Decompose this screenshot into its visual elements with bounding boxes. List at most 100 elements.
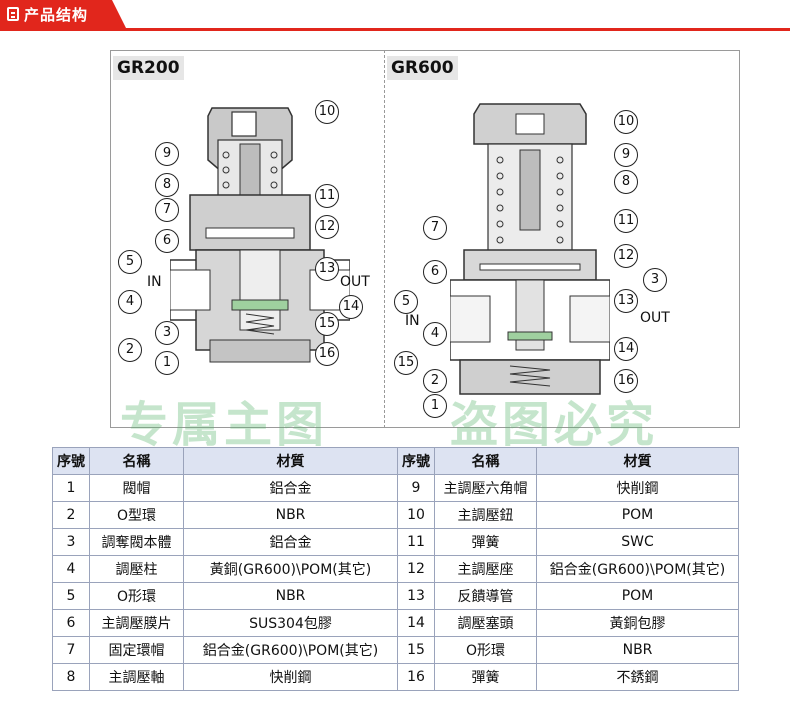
cell-no: 6 <box>52 609 90 637</box>
cell-no: 3 <box>52 528 90 556</box>
parts-table: 序號 名稱 材質 序號 名稱 材質 1 閥帽 鋁合金 9 主調壓六角帽 快削鋼 … <box>52 447 739 691</box>
cell-no: 1 <box>52 474 90 502</box>
callout-left-8: 8 <box>155 173 179 197</box>
col-header-material-2: 材質 <box>536 447 739 475</box>
cell-name: 閥帽 <box>89 474 184 502</box>
callout-left-15: 15 <box>315 312 339 336</box>
cell-name: O形環 <box>89 582 184 610</box>
callout-right-1: 1 <box>423 394 447 418</box>
col-header-no: 序號 <box>52 447 90 475</box>
cell-no: 7 <box>52 636 90 664</box>
col-header-no-2: 序號 <box>397 447 435 475</box>
callout-left-14: 14 <box>339 295 363 319</box>
cell-no: 11 <box>397 528 435 556</box>
callout-right-14: 14 <box>614 337 638 361</box>
cell-material: NBR <box>183 501 398 529</box>
callout-left-11: 11 <box>315 184 339 208</box>
callout-right-8: 8 <box>614 170 638 194</box>
table-row: 3 調奪閥本體 鋁合金 11 彈簧 SWC <box>52 528 739 556</box>
table-row: 5 O形環 NBR 13 反饋導管 POM <box>52 582 739 610</box>
header-rule <box>0 28 790 31</box>
callout-left-1: 1 <box>155 351 179 375</box>
cell-name: 反饋導管 <box>434 582 537 610</box>
callout-right-7: 7 <box>423 216 447 240</box>
cell-material: NBR <box>183 582 398 610</box>
callout-left-12: 12 <box>315 215 339 239</box>
callout-right-10: 10 <box>614 110 638 134</box>
callout-left-16: 16 <box>315 342 339 366</box>
flow-out-left: OUT <box>340 274 370 290</box>
cell-material: 鋁合金 <box>183 528 398 556</box>
callout-left-3: 3 <box>155 321 179 345</box>
model-label-right: GR600 <box>387 56 458 80</box>
cell-name: O形環 <box>434 636 537 664</box>
diagram-divider <box>384 50 385 428</box>
callout-right-15: 15 <box>394 351 418 375</box>
gr200-cross-section <box>170 107 350 363</box>
cell-no: 12 <box>397 555 435 583</box>
cell-material: 鋁合金(GR600)\POM(其它) <box>183 636 398 664</box>
table-row: 2 O型環 NBR 10 主調壓鈕 POM <box>52 501 739 529</box>
section-title: 产品结构 <box>24 5 89 24</box>
callout-right-3: 3 <box>643 268 667 292</box>
callout-right-11: 11 <box>614 209 638 233</box>
cell-name: 彈簧 <box>434 663 537 691</box>
cell-no: 16 <box>397 663 435 691</box>
flow-in-right: IN <box>405 313 420 329</box>
table-row: 7 固定環帽 鋁合金(GR600)\POM(其它) 15 O形環 NBR <box>52 636 739 664</box>
cell-material: 快削鋼 <box>183 663 398 691</box>
col-header-material: 材質 <box>183 447 398 475</box>
section-header: 产品结构 <box>0 0 790 32</box>
table-row: 4 調壓柱 黃銅(GR600)\POM(其它) 12 主調壓座 鋁合金(GR60… <box>52 555 739 583</box>
cell-name: 彈簧 <box>434 528 537 556</box>
callout-left-6: 6 <box>155 229 179 253</box>
table-row: 1 閥帽 鋁合金 9 主調壓六角帽 快削鋼 <box>52 474 739 502</box>
cell-no: 8 <box>52 663 90 691</box>
callout-left-5: 5 <box>118 250 142 274</box>
cell-name: 調壓塞頭 <box>434 609 537 637</box>
cell-name: 主調壓鈕 <box>434 501 537 529</box>
gr600-cross-section <box>450 103 610 395</box>
col-header-name-2: 名稱 <box>434 447 537 475</box>
cell-material: 快削鋼 <box>536 474 739 502</box>
cell-name: 主調壓軸 <box>89 663 184 691</box>
cell-name: 調奪閥本體 <box>89 528 184 556</box>
callout-right-5: 5 <box>394 290 418 314</box>
table-row: 6 主調壓膜片 SUS304包膠 14 調壓塞頭 黃銅包膠 <box>52 609 739 637</box>
cell-name: 主調壓座 <box>434 555 537 583</box>
cell-material: SWC <box>536 528 739 556</box>
cell-no: 14 <box>397 609 435 637</box>
table-header-row: 序號 名稱 材質 序號 名稱 材質 <box>52 447 739 475</box>
table-row: 8 主調壓軸 快削鋼 16 彈簧 不銹鋼 <box>52 663 739 691</box>
callout-left-2: 2 <box>118 338 142 362</box>
callout-right-12: 12 <box>614 244 638 268</box>
cell-name: 固定環帽 <box>89 636 184 664</box>
cell-material: 鋁合金 <box>183 474 398 502</box>
cell-no: 13 <box>397 582 435 610</box>
cell-name: 主調壓膜片 <box>89 609 184 637</box>
callout-left-13: 13 <box>315 257 339 281</box>
callout-right-9: 9 <box>614 143 638 167</box>
callout-right-13: 13 <box>614 289 638 313</box>
callout-left-7: 7 <box>155 198 179 222</box>
callout-left-9: 9 <box>155 142 179 166</box>
cell-no: 9 <box>397 474 435 502</box>
cell-no: 10 <box>397 501 435 529</box>
cell-material: POM <box>536 582 739 610</box>
flow-in-left: IN <box>147 274 162 290</box>
document-icon <box>7 7 19 21</box>
cell-material: SUS304包膠 <box>183 609 398 637</box>
callout-right-6: 6 <box>423 260 447 284</box>
cell-no: 5 <box>52 582 90 610</box>
cell-material: 黃銅包膠 <box>536 609 739 637</box>
cell-name: 調壓柱 <box>89 555 184 583</box>
cell-name: O型環 <box>89 501 184 529</box>
cell-no: 4 <box>52 555 90 583</box>
cell-material: POM <box>536 501 739 529</box>
cell-material: 不銹鋼 <box>536 663 739 691</box>
cell-name: 主調壓六角帽 <box>434 474 537 502</box>
col-header-name: 名稱 <box>89 447 184 475</box>
callout-left-10: 10 <box>315 100 339 124</box>
model-label-left: GR200 <box>113 56 184 80</box>
callout-right-2: 2 <box>423 369 447 393</box>
